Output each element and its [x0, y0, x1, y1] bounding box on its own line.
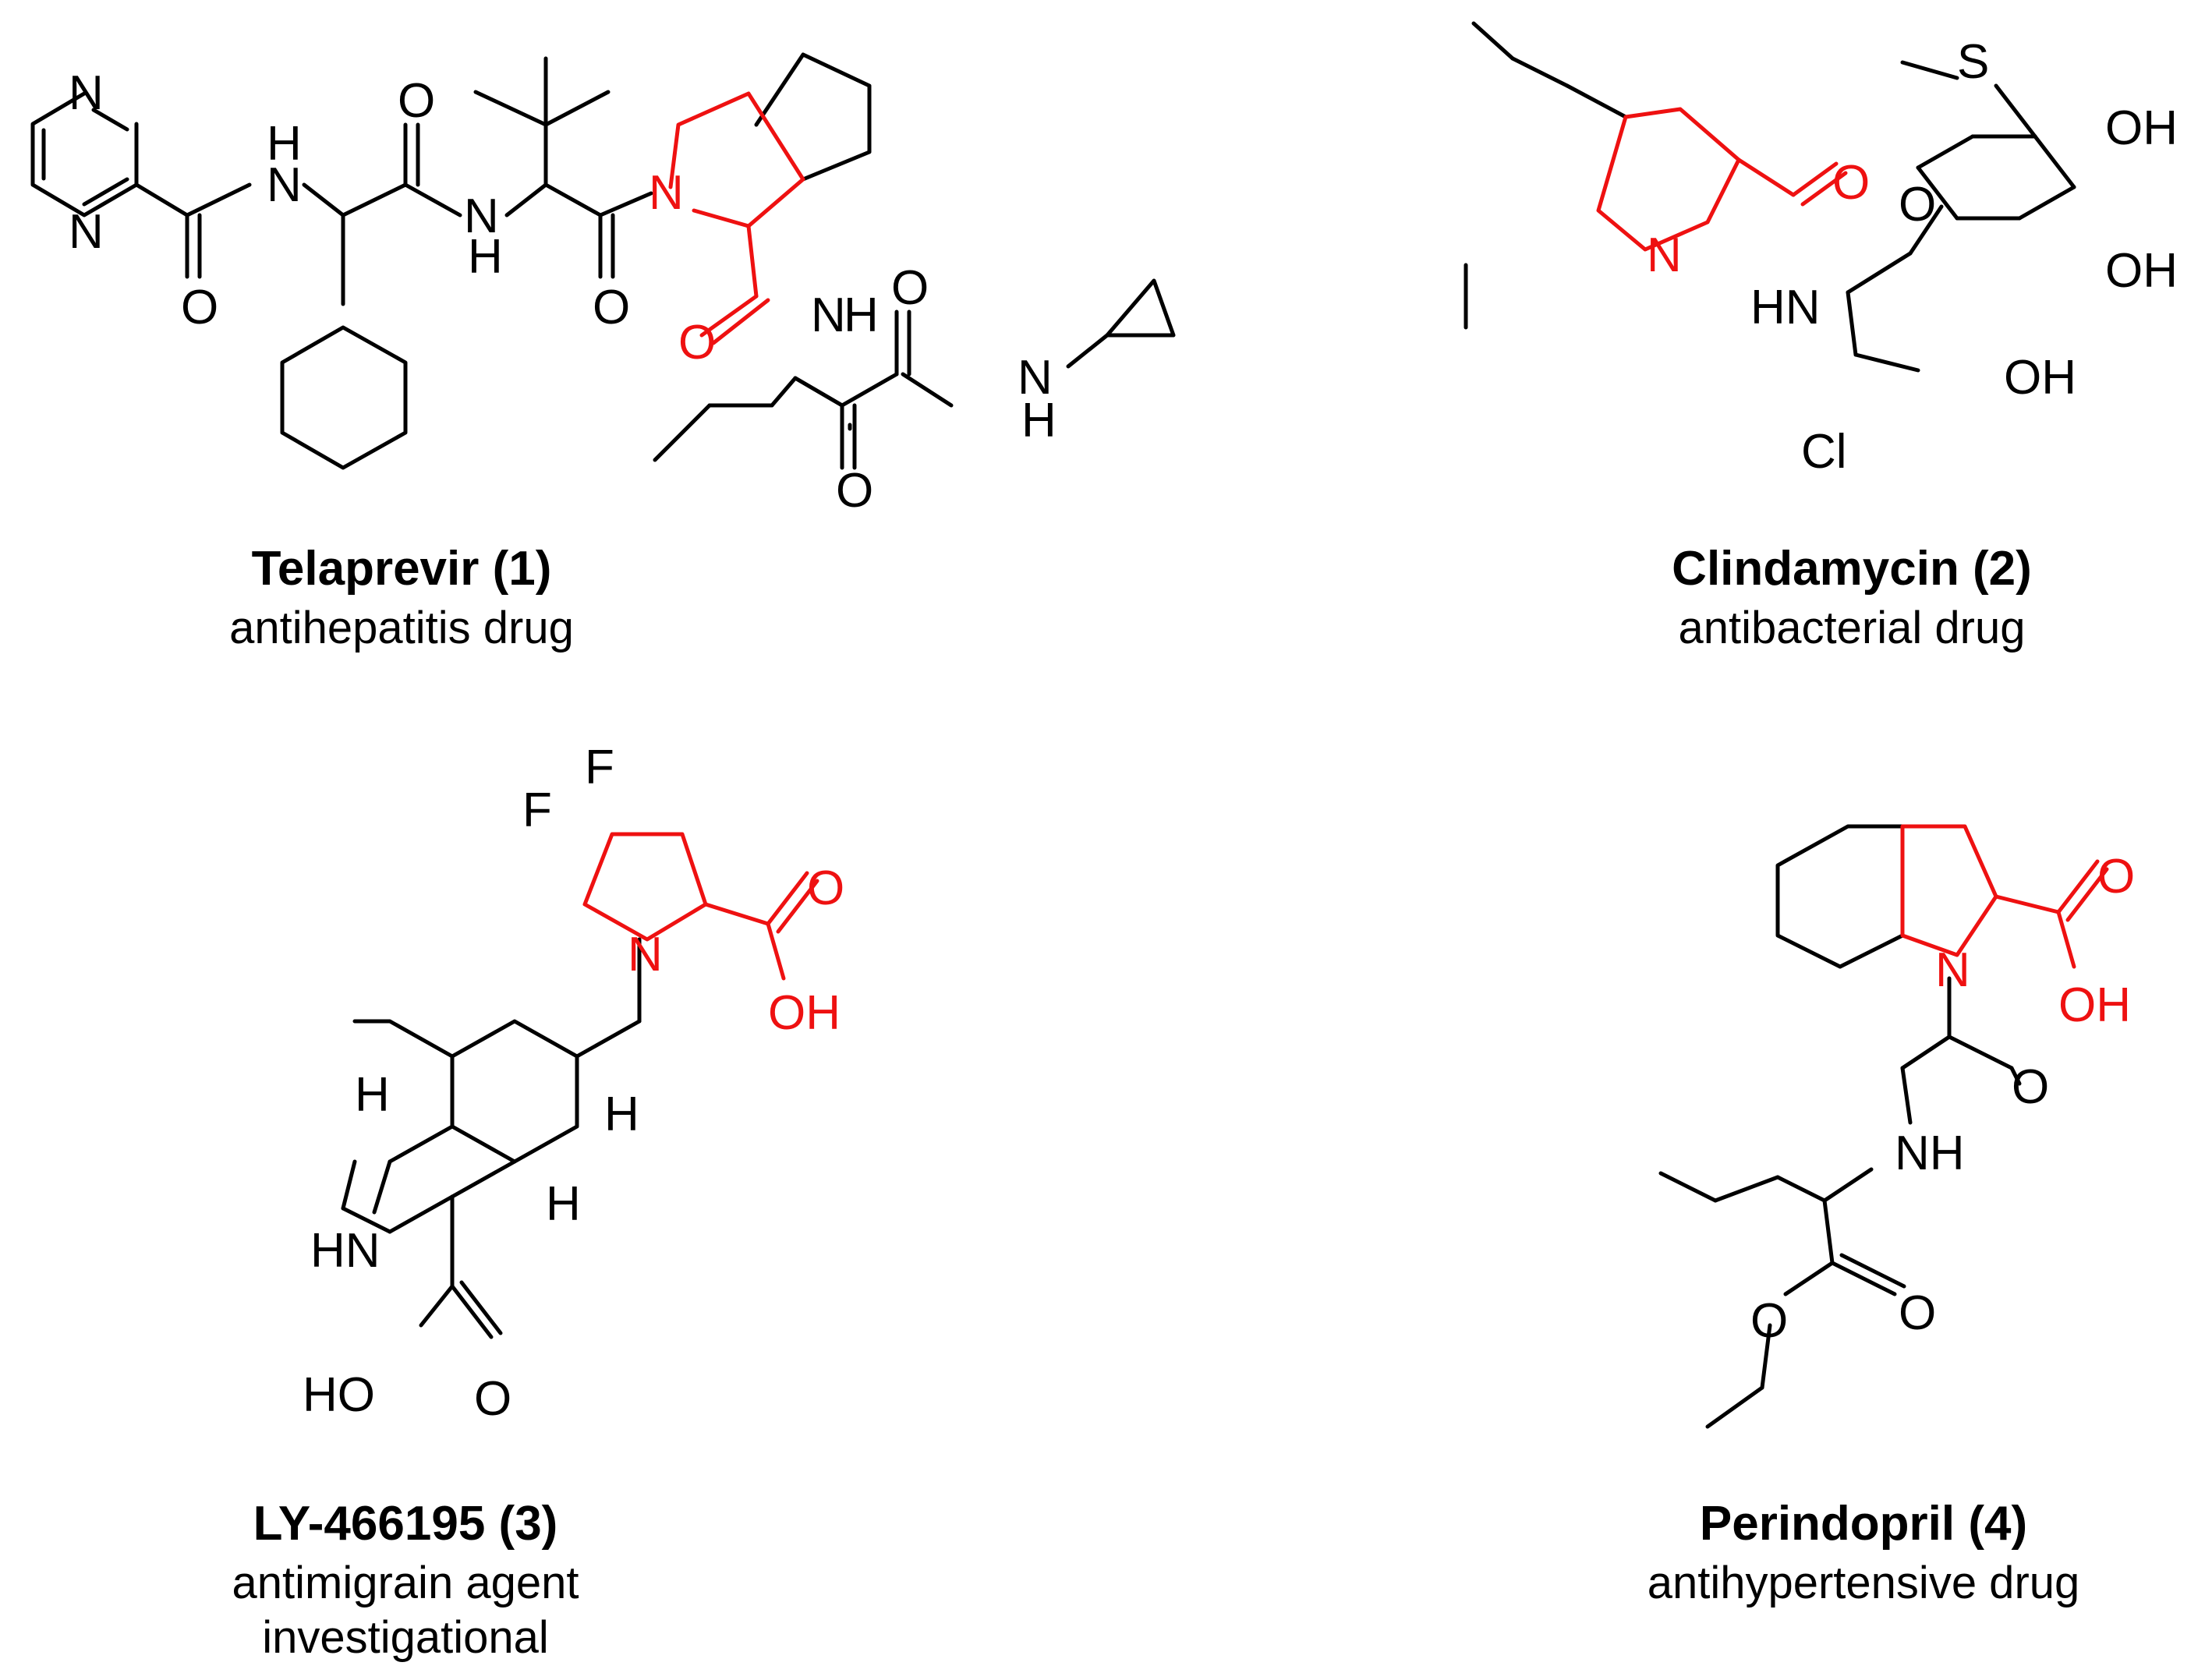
atom-label: O [593, 281, 630, 334]
atom-label: HN [1750, 281, 1821, 334]
molecule-description-line2: investigational [262, 1612, 549, 1663]
molecule-name: Perindopril (4) [1700, 1497, 2027, 1551]
atom-label: N [628, 928, 663, 981]
atom-label: N [69, 205, 104, 259]
atom-label: N [69, 66, 104, 120]
clindamycin-black-bonds [1464, 21, 2076, 373]
atom-label: H [604, 1088, 639, 1141]
telaprevir-structure: N N H N O O N H O N O N H O O N H Telapr… [30, 52, 1176, 653]
clindamycin-structure: S OH O OH OH N O HN Cl Clindamycin (2) a… [1464, 21, 2178, 653]
atom-label: N [1647, 228, 1682, 282]
atom-label: H [1021, 394, 1056, 447]
molecule-name: LY-466195 (3) [253, 1497, 558, 1551]
ly466195-atoms: F F N O OH H H H HN HO O [303, 741, 844, 1426]
atom-label: Cl [1801, 425, 1847, 479]
molecule-name: Clindamycin (2) [1672, 542, 2032, 596]
atom-label: HN [310, 1224, 380, 1278]
atom-label: F [522, 783, 552, 837]
molecule-description: antibacterial drug [1679, 603, 2026, 653]
telaprevir-atoms: N N H N O O N H O N O N H O O N H [69, 66, 1056, 518]
perindopril-red-bonds [1900, 824, 2109, 969]
atom-label: O [181, 281, 218, 334]
perindopril-atoms: N O OH O NH O O [1750, 850, 2135, 1348]
ly466195-black-bonds [341, 937, 642, 1339]
atom-label: H [546, 1177, 581, 1231]
atom-label: OH [768, 986, 841, 1040]
atom-label: S [1957, 35, 1989, 89]
atom-label: H [844, 288, 879, 342]
telaprevir-black-bonds [30, 52, 1176, 470]
atom-label: N [267, 158, 302, 212]
atom-label: O [678, 316, 716, 370]
atom-label: OH [2105, 244, 2178, 298]
atom-label: O [1832, 156, 1870, 210]
atom-label: NH [1895, 1126, 1965, 1180]
atom-label: H [267, 117, 302, 171]
telaprevir-red-bonds [668, 91, 805, 345]
atom-label: OH [2004, 351, 2076, 405]
atom-label: O [1899, 178, 1936, 232]
perindopril-black-bonds [1658, 824, 2022, 1429]
atom-label: N [649, 166, 684, 220]
atom-label: O [807, 861, 844, 915]
ly466195-red-bonds [582, 832, 819, 981]
molecule-description: antihypertensive drug [1648, 1558, 2080, 1608]
clindamycin-red-bonds [1596, 107, 1848, 252]
atom-label: HO [303, 1368, 375, 1422]
atom-label: N [1935, 943, 1970, 997]
perindopril-structure: N O OH O NH O O Perindopril (4) antihype… [1648, 824, 2135, 1608]
atom-label: H [468, 230, 503, 284]
atom-label: O [1750, 1294, 1788, 1348]
atom-label: N [1018, 351, 1053, 405]
atom-label: N [811, 288, 846, 342]
atom-label: O [2097, 850, 2135, 904]
molecule-description: antihepatitis drug [229, 603, 574, 653]
atom-label: O [2012, 1060, 2049, 1114]
molecule-name: Telaprevir (1) [252, 542, 552, 596]
ly466195-structure: F F N O OH H H H HN HO O LY-466195 (3) a… [232, 741, 845, 1663]
atom-label: H [355, 1068, 390, 1122]
atom-label: O [836, 464, 873, 518]
atom-label: OH [2058, 978, 2131, 1032]
molecule-description: antimigrain agent [232, 1558, 579, 1608]
atom-label: O [891, 261, 929, 315]
atom-label: N [464, 189, 499, 243]
atom-label: O [474, 1372, 511, 1426]
atom-label: O [398, 74, 435, 128]
atom-label: OH [2105, 101, 2178, 155]
atom-label: F [585, 741, 614, 794]
atom-label: O [1899, 1286, 1936, 1340]
clindamycin-atoms: S OH O OH OH N O HN Cl [1647, 35, 2178, 479]
